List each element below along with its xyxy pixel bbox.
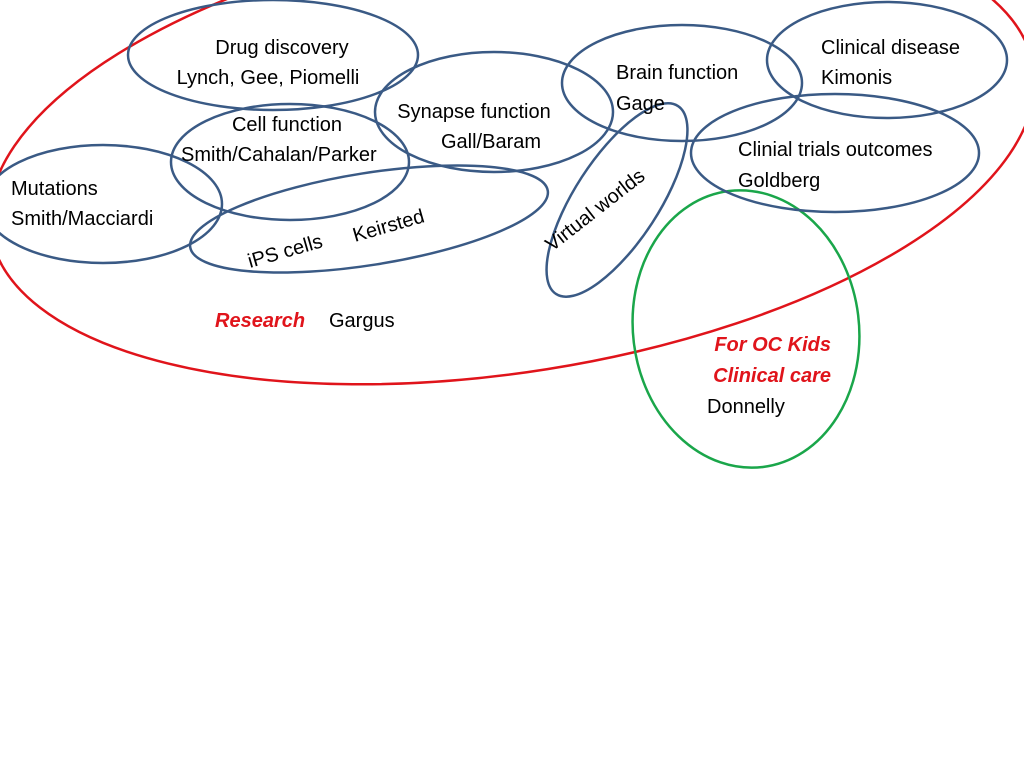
drug-discovery-title: Drug discovery [215, 37, 348, 59]
clinical-trials-people: Goldberg [738, 170, 820, 192]
drug-discovery-people: Lynch, Gee, Piomelli [177, 67, 360, 89]
clinical-trials-outline [689, 92, 981, 214]
clinical-disease-outline [765, 0, 1009, 120]
synapse-function-people: Gall/Baram [441, 131, 541, 153]
clinical-disease-people: Kimonis [821, 67, 892, 89]
clinical-care-line2: Clinical care [713, 365, 831, 387]
mutations-title: Mutations [11, 178, 98, 200]
virtual-worlds-title: Virtual worlds [542, 165, 650, 256]
ips-cells-title: iPS cells [245, 231, 325, 273]
clinical-care-lead: Donnelly [707, 396, 785, 418]
brain-function-title: Brain function [616, 62, 738, 84]
brain-function-outline [560, 23, 804, 143]
ips-cells-people: Keirsted [350, 205, 427, 246]
synapse-function-title: Synapse function [397, 101, 550, 123]
research-outline [0, 0, 1024, 386]
clinical-disease-title: Clinical disease [821, 37, 960, 59]
brain-function-people: Gage [616, 93, 665, 115]
research-label: Research [215, 310, 305, 332]
cell-function-title: Cell function [232, 114, 342, 136]
clinical-care-line1: For OC Kids [714, 334, 831, 356]
cell-function-people: Smith/Cahalan/Parker [181, 144, 377, 166]
cell-function-outline [169, 102, 411, 222]
ips-cells-outline [188, 164, 550, 274]
virtual-worlds-outline [545, 102, 689, 298]
mutations-outline [0, 143, 224, 265]
mutations-people: Smith/Macciardi [11, 208, 153, 230]
research-lead: Gargus [329, 310, 395, 332]
synapse-function-outline [373, 50, 615, 174]
clinical-care-outline [631, 189, 861, 469]
clinical-trials-title: Clinial trials outcomes [738, 139, 933, 161]
drug-discovery-outline [126, 0, 420, 112]
